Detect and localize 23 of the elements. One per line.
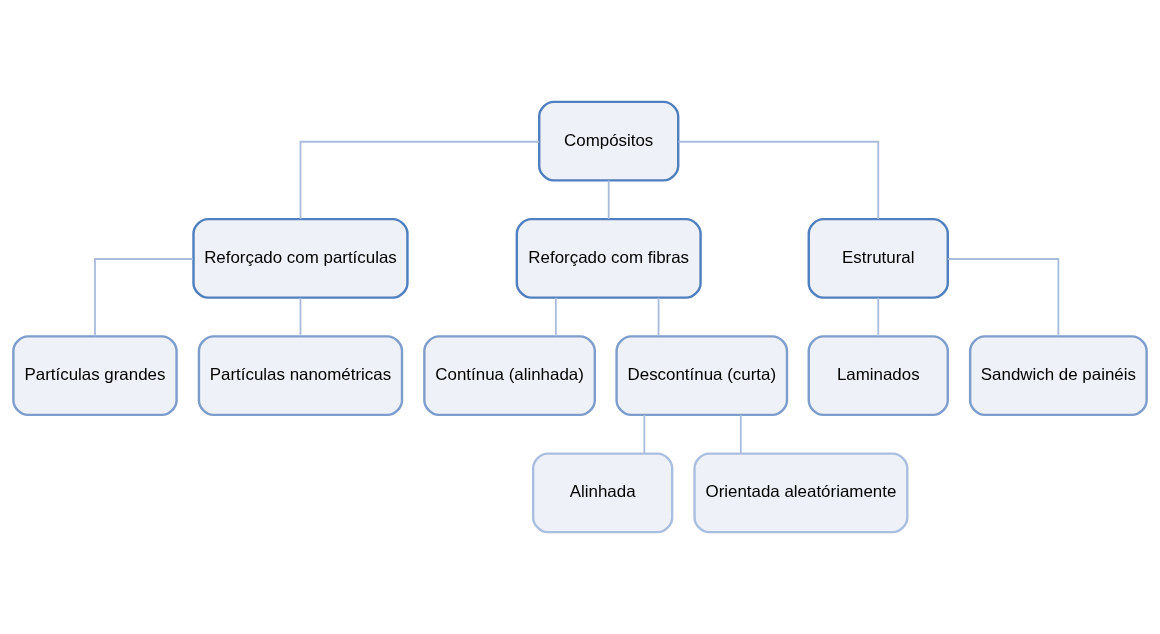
connector xyxy=(643,414,646,455)
connector xyxy=(299,296,302,338)
connector xyxy=(607,179,610,220)
node-box: Reforçado com fibras xyxy=(515,217,702,299)
node-box: Reforçado com partículas xyxy=(192,217,409,299)
connector xyxy=(657,296,660,338)
connector xyxy=(94,258,194,338)
node-box: Partículas grandes xyxy=(12,335,178,417)
connector xyxy=(877,296,880,338)
node-box: Orientada aleatóriamente xyxy=(693,452,909,534)
node-box: Alinhada xyxy=(531,452,674,534)
connector xyxy=(739,414,742,455)
node-box: Contínua (alinhada) xyxy=(423,335,596,417)
node-box: Sandwich de painéis xyxy=(968,335,1148,417)
connector xyxy=(947,258,1060,338)
connector xyxy=(299,140,541,220)
node-box: Compósitos xyxy=(538,100,680,182)
node-box: Estrutural xyxy=(807,217,949,299)
connector xyxy=(677,140,880,220)
node-box: Laminados xyxy=(807,335,949,417)
node-box: Descontínua (curta) xyxy=(615,335,789,417)
connector xyxy=(554,296,557,338)
node-box: Partículas nanométricas xyxy=(197,335,404,417)
